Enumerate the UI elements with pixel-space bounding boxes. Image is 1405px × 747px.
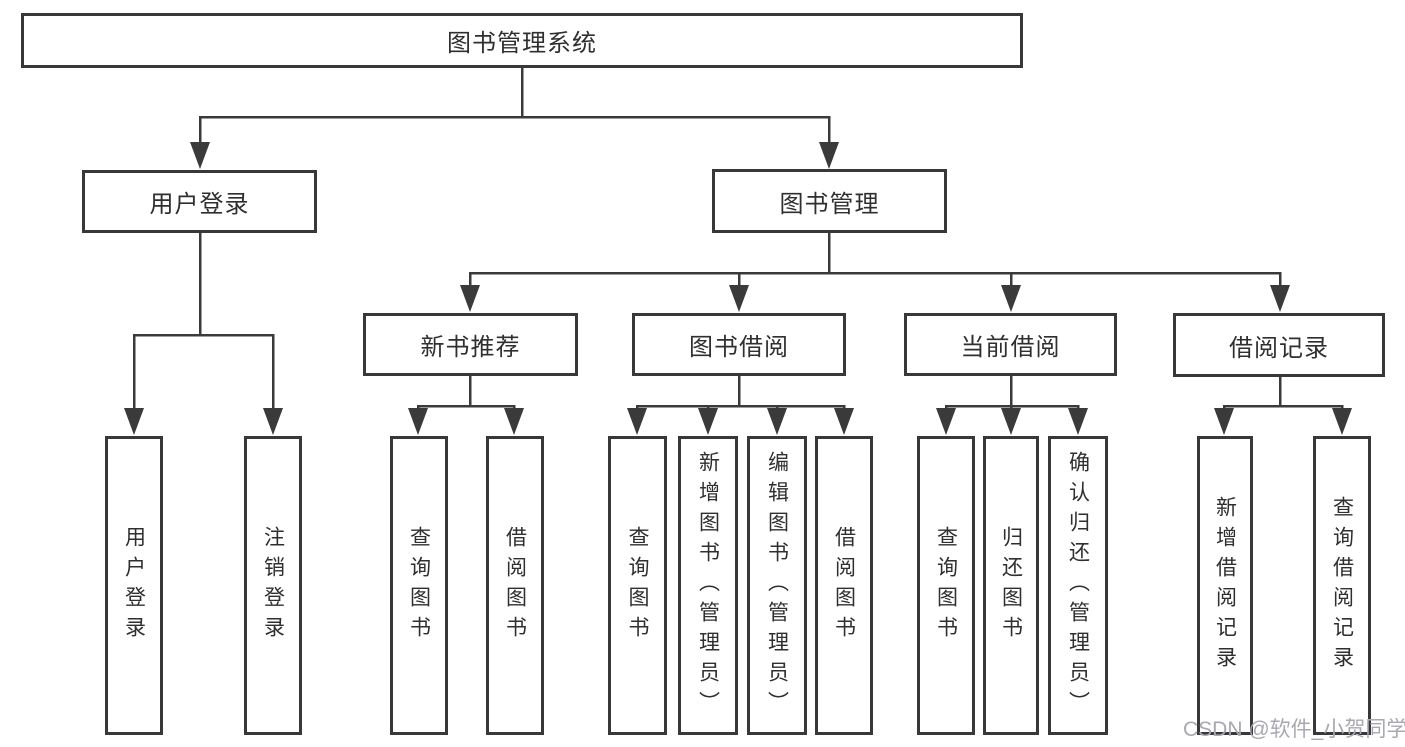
node-label: 图书管理	[779, 190, 880, 218]
node-label: 注销登录	[261, 525, 285, 646]
leaf-add-books-admin: 新增图书（管理员）	[678, 436, 738, 735]
node-label: 归还图书	[999, 525, 1023, 646]
node-label: 图书管理系统	[447, 30, 597, 57]
node-user-login-group: 用户登录	[82, 170, 317, 233]
node-borrowing-records: 借阅记录	[1173, 313, 1385, 377]
csdn-watermark: CSDN @软件_小贺同学	[1183, 718, 1405, 741]
leaf-borrow-books-borrowing: 借阅图书	[815, 436, 873, 735]
leaf-borrow-books-recommend: 借阅图书	[486, 436, 544, 735]
node-label: 查询图书	[407, 525, 431, 646]
node-label: 新书推荐	[420, 334, 521, 361]
node-label: 当前借阅	[960, 334, 1061, 361]
leaf-query-books-current: 查询图书	[917, 436, 975, 735]
node-label: 新增借阅记录	[1213, 495, 1237, 676]
leaf-confirm-return-admin: 确认归还（管理员）	[1048, 436, 1108, 735]
node-label: 查询图书	[626, 525, 649, 646]
node-label: 用户登录	[122, 525, 146, 646]
node-library-management-system: 图书管理系统	[21, 13, 1023, 68]
leaf-query-books-recommend: 查询图书	[390, 436, 448, 735]
node-label: 借阅图书	[503, 525, 527, 646]
leaf-edit-books-admin: 编辑图书（管理员）	[747, 436, 807, 735]
node-label: 图书借阅	[689, 334, 789, 361]
node-new-book-recommendation: 新书推荐	[363, 313, 578, 376]
leaf-query-borrow-record: 查询借阅记录	[1313, 436, 1371, 735]
node-current-borrowing: 当前借阅	[904, 313, 1117, 376]
arrowheads	[124, 142, 1352, 435]
node-label: 借阅记录	[1229, 334, 1329, 362]
leaf-query-books-borrowing: 查询图书	[608, 436, 667, 735]
node-label: 借阅图书	[832, 525, 856, 646]
node-label: 编辑图书（管理员）	[765, 450, 789, 721]
node-label: 查询借阅记录	[1330, 495, 1354, 676]
node-book-management-group: 图书管理	[712, 169, 947, 233]
node-label: 查询图书	[934, 525, 958, 646]
node-label: 用户登录	[149, 191, 250, 218]
leaf-logout-login: 注销登录	[244, 436, 302, 735]
node-label: 新增图书（管理员）	[696, 450, 720, 721]
node-book-borrowing: 图书借阅	[632, 313, 846, 376]
leaf-return-books: 归还图书	[983, 436, 1039, 735]
leaf-add-borrow-record: 新增借阅记录	[1197, 436, 1253, 735]
leaf-user-login: 用户登录	[105, 436, 163, 735]
node-label: 确认归还（管理员）	[1066, 450, 1090, 721]
